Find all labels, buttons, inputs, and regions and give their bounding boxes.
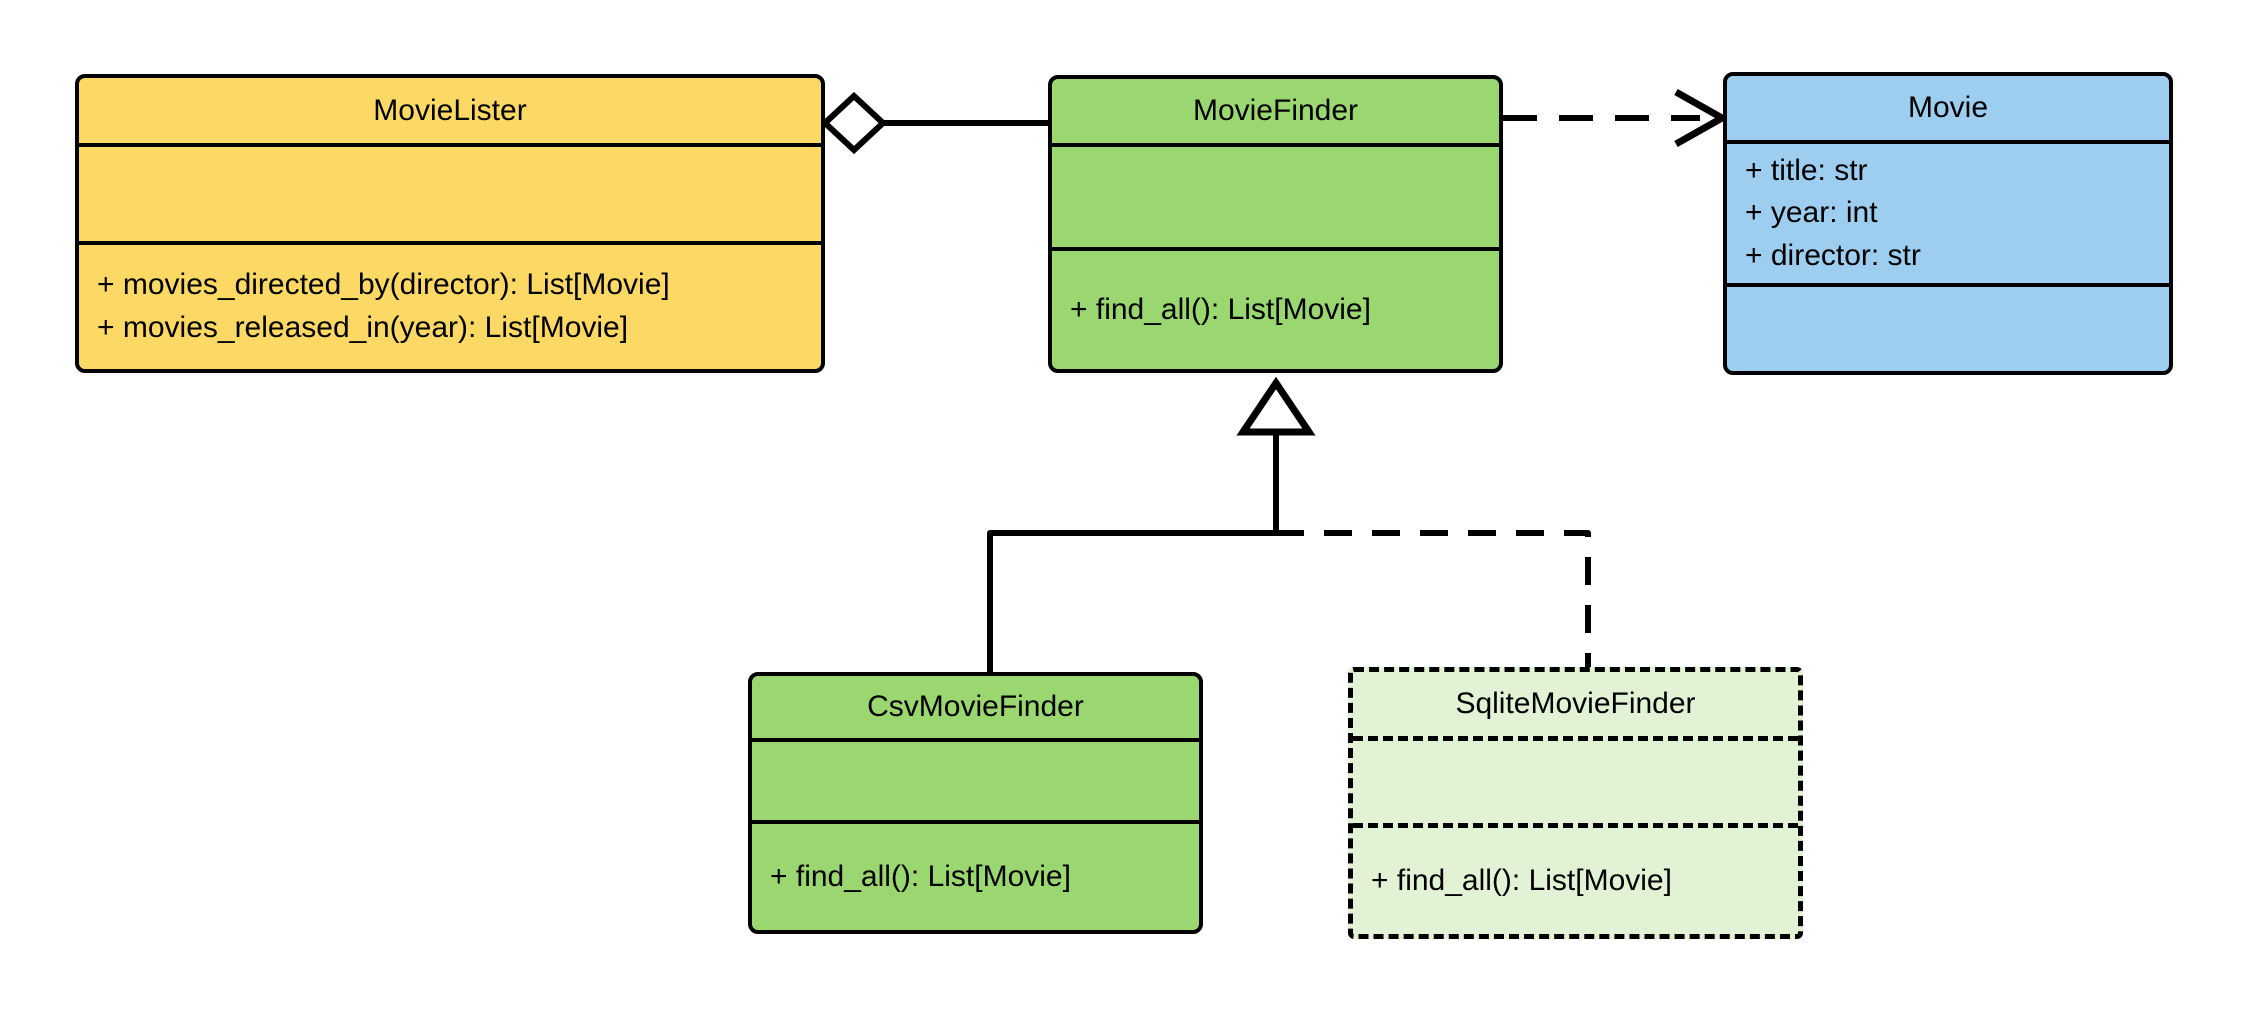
class-name-label: SqliteMovieFinder [1455, 687, 1696, 720]
open-arrow-icon [1674, 88, 1730, 148]
class-methods-compartment: + movies_directed_by(director): List[Mov… [79, 241, 821, 369]
class-title-compartment: SqliteMovieFinder [1353, 672, 1798, 736]
method-item: + movies_directed_by(director): List[Mov… [97, 268, 670, 302]
class-box-movie-lister[interactable]: MovieLister + movies_directed_by(directo… [75, 74, 825, 373]
class-title-compartment: Movie [1727, 76, 2169, 140]
class-title-compartment: CsvMovieFinder [752, 676, 1199, 738]
class-box-sqlite-movie-finder[interactable]: SqliteMovieFinder + find_all(): List[Mov… [1348, 667, 1803, 939]
method-item: + movies_released_in(year): List[Movie] [97, 311, 629, 344]
generalization-branch-csv [987, 530, 1276, 672]
hollow-diamond-icon [820, 91, 888, 155]
class-attributes-compartment [79, 143, 821, 241]
class-box-csv-movie-finder[interactable]: CsvMovieFinder + find_all(): List[Movie] [748, 672, 1203, 934]
generalization-branch-sqlite [1276, 530, 1591, 667]
class-title-compartment: MovieLister [79, 78, 821, 143]
class-attributes-compartment: + title: str + year: int + director: str [1727, 140, 2169, 283]
class-title-compartment: MovieFinder [1052, 79, 1499, 143]
method-item: + find_all(): List[Movie] [1070, 292, 1371, 326]
hollow-triangle-icon [1236, 376, 1316, 436]
attribute-item: + year: int [1745, 196, 1878, 230]
class-methods-compartment [1727, 283, 2169, 371]
aggregation-lister-finder [820, 91, 1048, 155]
class-name-label: CsvMovieFinder [867, 690, 1084, 723]
attribute-item: + director: str [1745, 238, 1921, 272]
class-attributes-compartment [1052, 143, 1499, 247]
attribute-item: + title: str [1745, 153, 1868, 187]
class-methods-compartment: + find_all(): List[Movie] [752, 820, 1199, 930]
class-box-movie-finder[interactable]: MovieFinder + find_all(): List[Movie] [1048, 75, 1503, 373]
class-name-label: MovieLister [373, 93, 527, 127]
class-box-movie[interactable]: Movie + title: str + year: int + directo… [1723, 72, 2173, 375]
class-name-label: Movie [1907, 91, 1989, 124]
sqlite-branch-line [1276, 530, 1591, 667]
class-name-label: MovieFinder [1192, 94, 1359, 127]
csv-branch-line [987, 530, 1276, 672]
class-methods-compartment: + find_all(): List[Movie] [1353, 823, 1798, 934]
class-methods-compartment: + find_all(): List[Movie] [1052, 247, 1499, 369]
method-item: + find_all(): List[Movie] [1371, 863, 1672, 897]
class-attributes-compartment [752, 738, 1199, 820]
method-item: + find_all(): List[Movie] [770, 859, 1071, 893]
class-attributes-compartment [1353, 736, 1798, 823]
dependency-finder-movie [1503, 88, 1730, 148]
generalization-trunk [1236, 376, 1316, 533]
